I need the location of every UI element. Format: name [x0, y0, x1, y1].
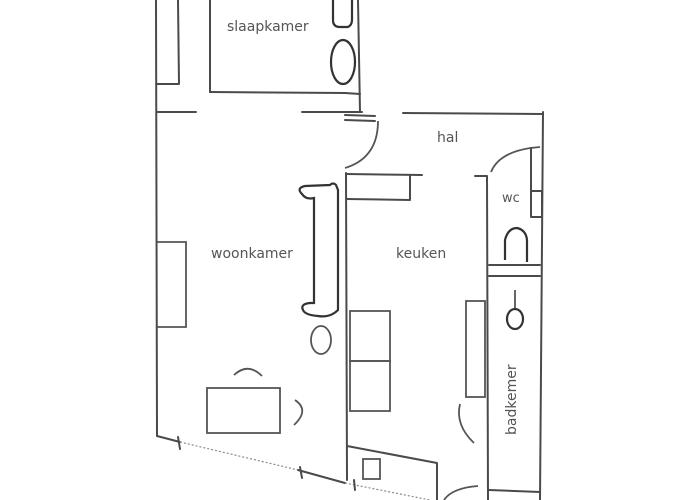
- keuken-furniture: [349, 300, 486, 480]
- bathroom-sink: [505, 290, 525, 331]
- room-label-wc: wc: [502, 191, 520, 206]
- doors: [344, 120, 541, 500]
- room-label-slaapkamer: slaapkamer: [227, 19, 309, 35]
- toilet: [503, 226, 529, 262]
- room-label-hal: hal: [437, 130, 459, 146]
- room-label-woonkamer: woonkamer: [211, 246, 293, 262]
- interior-walls: [345, 147, 543, 500]
- slaapkamer-furniture: [329, 0, 357, 86]
- woonkamer-furniture: [157, 182, 340, 434]
- exterior-walls: [155, 0, 544, 500]
- room-label-keuken: keuken: [396, 246, 447, 262]
- room-label-badkemer: badkemer: [504, 364, 520, 435]
